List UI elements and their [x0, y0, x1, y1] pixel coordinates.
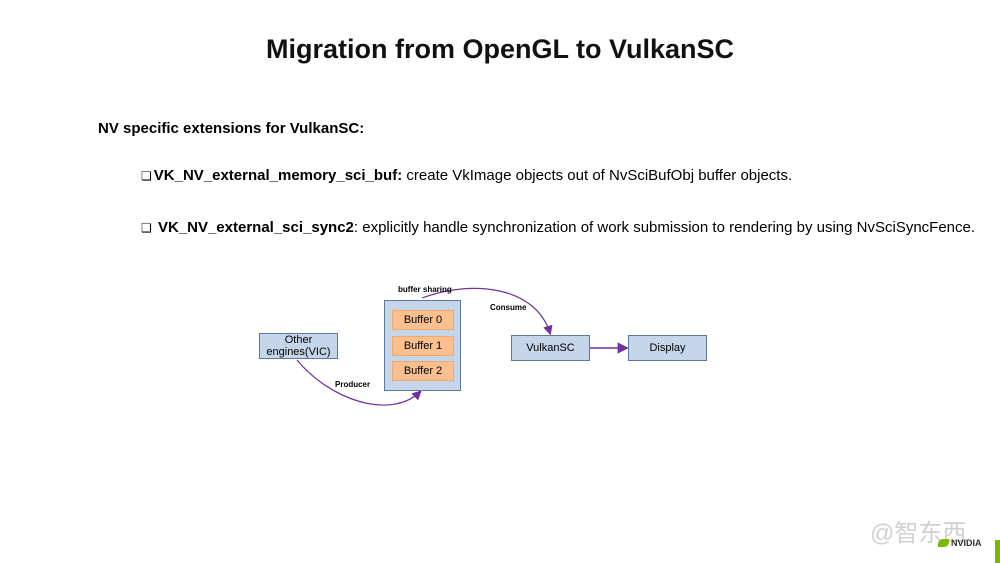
slide-title: Migration from OpenGL to VulkanSC — [265, 34, 735, 64]
display-node: Display — [628, 335, 707, 361]
checkbox-bullet-icon: ❑ — [141, 169, 152, 183]
bullet-sci-sync2: ❑ VK_NV_external_sci_sync2: explicitly h… — [141, 219, 975, 236]
producer-label: Producer — [335, 380, 371, 389]
watermark: @智东西 — [870, 520, 967, 547]
producer-arrow — [296, 359, 422, 406]
nvidia-eye-icon — [938, 539, 949, 547]
buffer-sharing-arrow — [421, 287, 553, 336]
buffer-sharing-label: buffer sharing — [398, 285, 452, 294]
checkbox-bullet-icon: ❑ — [141, 221, 152, 235]
buffer-1: Buffer 1 — [392, 336, 454, 356]
vulkansc-node: VulkanSC — [511, 335, 590, 361]
bullet-term: VK_NV_external_sci_sync2 — [157, 219, 354, 236]
bullet-text: create VkImage objects out of NvSciBufOb… — [402, 167, 793, 184]
bullet-sci-buf: ❑VK_NV_external_memory_sci_buf: create V… — [141, 167, 792, 184]
consume-label: Consume — [490, 303, 527, 312]
other-engines-node: Other engines(VIC) — [259, 333, 338, 359]
logo-text: NVIDIA — [951, 538, 982, 548]
accent-bar — [995, 540, 1000, 563]
slide-subtitle: NV specific extensions for VulkanSC: — [98, 120, 365, 137]
buffer-pool: Buffer 0 Buffer 1 Buffer 2 — [384, 300, 461, 391]
bullet-term: VK_NV_external_memory_sci_buf: — [153, 167, 403, 184]
buffer-2: Buffer 2 — [392, 361, 454, 381]
buffer-0: Buffer 0 — [392, 310, 454, 330]
bullet-text: : explicitly handle synchronization of w… — [353, 219, 976, 236]
nvidia-logo: NVIDIA — [938, 538, 982, 548]
